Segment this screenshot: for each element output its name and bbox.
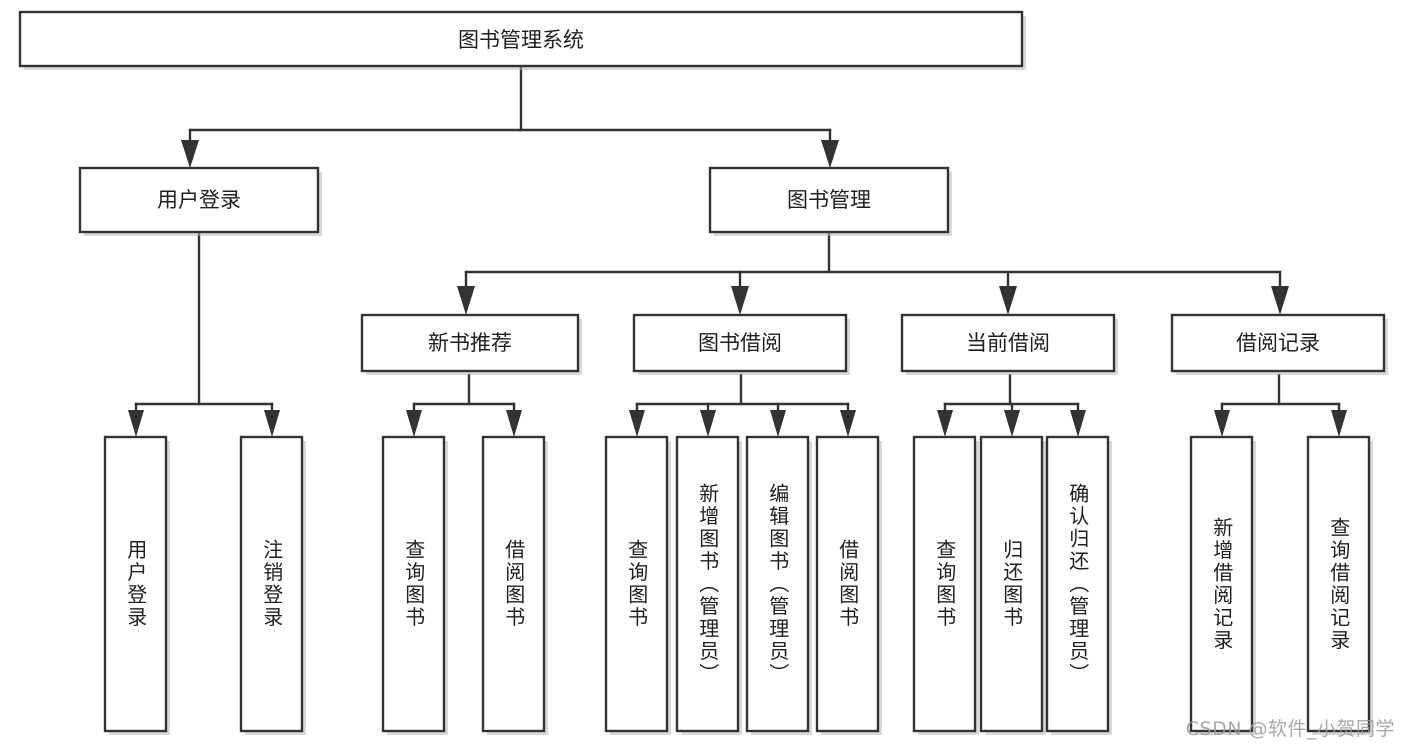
node-leaf-borrow-book-2[interactable] [815,435,880,733]
arrow-leaf-borrow-book-1 [506,410,522,437]
arrow-leaf-query-record [1331,410,1347,437]
arrow-leaf-confirm-return [1070,410,1086,437]
label-root: 图书管理系统 [458,28,584,52]
node-new-book-rec[interactable] [360,313,580,373]
watermark-text: CSDN @软件_小贺同学 [1185,718,1395,740]
label-book-manage: 图书管理 [787,188,871,212]
node-leaf-user-logout[interactable] [239,435,304,733]
label-borrow-record: 借阅记录 [1236,331,1320,355]
label-book-borrow: 图书借阅 [698,331,782,355]
node-leaf-user-login[interactable] [103,435,168,733]
node-leaf-query-record[interactable] [1306,435,1371,733]
node-user-login[interactable] [78,166,320,234]
arrow-leaf-edit-book [770,410,786,437]
node-book-borrow[interactable] [632,313,848,373]
arrow-leaf-query-book-2 [629,410,645,437]
node-leaf-query-book-3[interactable] [912,435,977,733]
label-current-borrow: 当前借阅 [966,331,1050,355]
node-leaf-borrow-book-1[interactable] [481,435,546,733]
arrow-current-borrow [999,286,1017,315]
arrow-leaf-borrow-book-2 [840,410,856,437]
box-layer [18,10,1386,733]
arrow-borrow-record [1271,286,1289,315]
horizontal-label-layer: 图书管理系统 用户登录 图书管理 新书推荐 图书借阅 当前借阅 借阅记录 [157,28,1320,355]
node-root[interactable] [18,10,1024,68]
arrow-book-manage [821,140,839,168]
arrow-leaf-add-record [1214,410,1230,437]
node-leaf-query-book-2[interactable] [604,435,669,733]
node-leaf-add-record[interactable] [1189,435,1254,733]
arrow-user-login [181,140,199,168]
node-leaf-edit-book[interactable] [745,435,810,733]
arrow-leaf-query-book-3 [937,410,953,437]
label-user-login: 用户登录 [157,188,241,212]
node-leaf-add-book[interactable] [675,435,740,733]
arrow-leaf-user-login [128,410,144,437]
label-new-book-rec: 新书推荐 [428,331,512,355]
node-leaf-confirm-return[interactable] [1045,435,1110,733]
arrow-leaf-query-book-1 [406,410,422,437]
arrow-leaf-return-book [1004,410,1020,437]
node-borrow-record[interactable] [1170,313,1386,373]
node-leaf-query-book-1[interactable] [381,435,446,733]
arrow-book-borrow [731,286,749,315]
arrow-new-book-rec [457,286,475,315]
arrow-leaf-user-logout [264,410,280,437]
node-leaf-return-book[interactable] [979,435,1044,733]
arrow-leaf-add-book [700,410,716,437]
node-current-borrow[interactable] [900,313,1116,373]
connector-layer [128,64,1347,437]
node-book-manage[interactable] [708,166,950,234]
